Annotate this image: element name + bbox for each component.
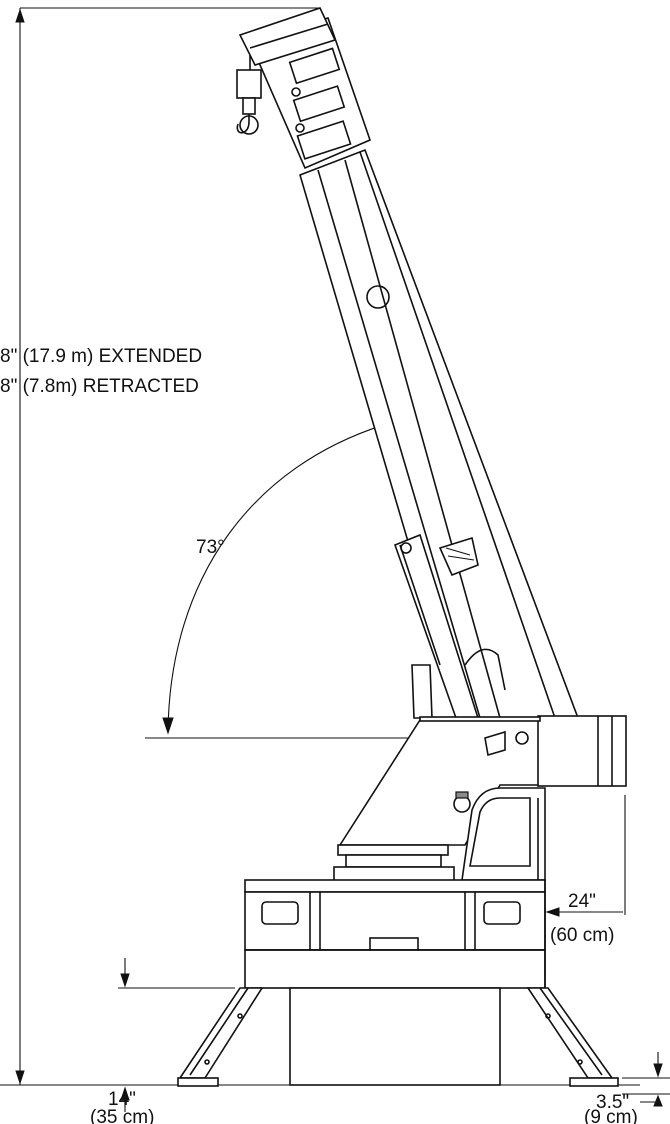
overall-height-dimension (15, 7, 320, 1085)
turret (338, 715, 627, 846)
rear-offset-cm-label: (60 cm) (550, 925, 614, 946)
outrigger-left (177, 987, 264, 1087)
slew-ring (333, 844, 455, 882)
telescopic-boom (238, 7, 580, 719)
boom-angle-label: 73° (196, 537, 225, 558)
pad-thickness-cm-label: (9 cm) (584, 1107, 638, 1124)
hook-block (236, 55, 262, 135)
outrigger-height-inches-label: 14" (108, 1089, 136, 1110)
pad-thickness-inches-label: 3.5" (596, 1092, 629, 1113)
carrier-chassis (244, 879, 546, 1086)
outrigger-height-dimension (118, 958, 235, 1112)
pad-thickness-dimension (622, 1052, 670, 1107)
rear-offset-inches-label: 24" (568, 891, 596, 912)
height-retracted-label: 8" (7.8m) RETRACTED (0, 376, 199, 397)
outrigger-height-cm-label: (35 cm) (90, 1107, 154, 1124)
height-extended-label: 8" (17.9 m) EXTENDED (0, 346, 202, 367)
operator-cab (453, 787, 546, 881)
outrigger-right (526, 987, 619, 1087)
rear-offset-dimension (544, 795, 626, 975)
